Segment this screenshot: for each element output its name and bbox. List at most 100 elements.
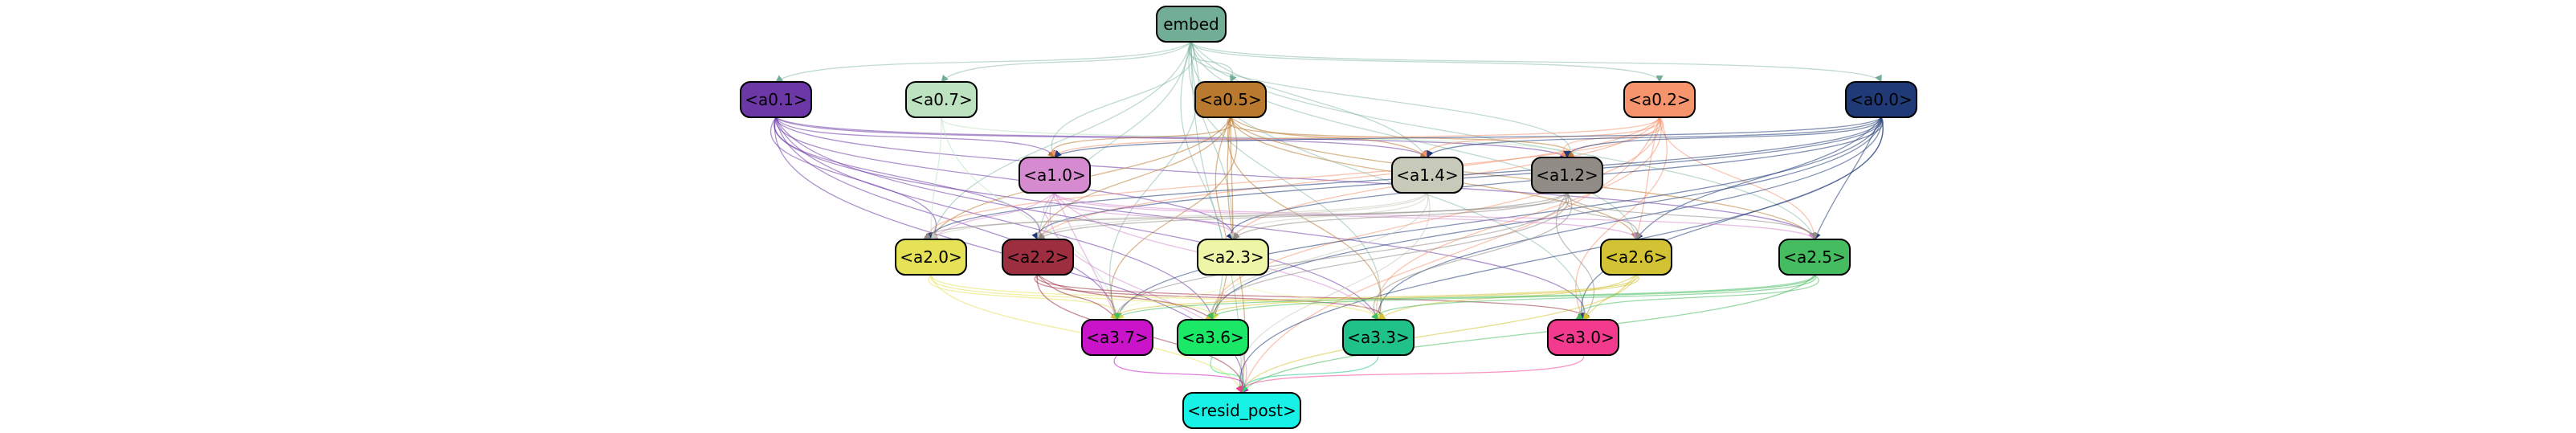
node-label: embed: [1163, 14, 1219, 34]
edge-a0_0-to-resid_post: [1236, 116, 1884, 394]
edge-a2_5-to-a3_7: [1113, 274, 1815, 321]
edge-embed-to-a2_3: [1190, 41, 1237, 240]
node-label: <a1.2>: [1536, 165, 1598, 185]
node-label: <a2.5>: [1783, 247, 1846, 267]
node-a0-1[interactable]: <a0.1>: [740, 81, 812, 118]
node-a0-5[interactable]: <a0.5>: [1194, 81, 1267, 118]
node-label: <a2.0>: [900, 247, 962, 267]
edge-a3_6-to-resid_post: [1210, 354, 1248, 394]
node-box: [1623, 81, 1696, 118]
node-a0-2[interactable]: <a0.2>: [1623, 81, 1696, 118]
edge-a2_6-to-a3_7: [1110, 274, 1638, 321]
edge-a0_0-to-a2_6: [1635, 116, 1882, 240]
node-box: [1182, 392, 1301, 429]
edge-a1_2-to-a2_6: [1565, 192, 1643, 240]
edge-embed-to-a0_7: [941, 41, 1192, 83]
node-a0-0[interactable]: <a0.0>: [1845, 81, 1917, 118]
edge-a2_5-to-a3_6: [1206, 274, 1815, 321]
edge-a0_0-to-a1_4: [1427, 116, 1882, 158]
edge-a2_6-to-a3_6: [1205, 274, 1639, 321]
node-box: [740, 81, 812, 118]
edge-a0_1-to-a1_4: [775, 116, 1428, 158]
node-box: [1177, 319, 1249, 356]
edge-a0_1-to-a1_0: [775, 116, 1055, 158]
node-embed[interactable]: embed: [1156, 6, 1227, 43]
edge-a3_3-to-resid_post: [1238, 354, 1379, 394]
edge-a0_0-to-a1_0: [1054, 116, 1882, 158]
node-a0-7[interactable]: <a0.7>: [905, 81, 978, 118]
edge-a2_3-to-a3_3: [1232, 274, 1379, 321]
edge-embed-to-a2_2: [1035, 41, 1192, 240]
edge-a1_0-to-a2_2: [1037, 192, 1055, 240]
node-box: [905, 81, 978, 118]
edge-a0_2-to-a1_2: [1560, 116, 1664, 158]
node-a2-3[interactable]: <a2.3>: [1197, 239, 1269, 276]
edge-a2_2-to-a3_3: [1034, 274, 1386, 321]
edge-a0_0-to-a1_2: [1563, 116, 1882, 158]
edge-a2_5-to-resid_post: [1241, 274, 1815, 394]
node-label: <a3.7>: [1086, 328, 1149, 347]
edge-a0_2-to-a3_3: [1373, 116, 1662, 321]
node-a1-2[interactable]: <a1.2>: [1531, 157, 1603, 194]
edge-a0_7-to-a3_7: [941, 116, 1121, 321]
edge-a0_5-to-a2_3: [1229, 116, 1237, 240]
node-label: <a1.0>: [1023, 165, 1086, 185]
node-label: <a0.2>: [1628, 90, 1691, 109]
node-label: <a2.3>: [1202, 247, 1264, 267]
node-label: <a1.4>: [1396, 165, 1459, 185]
edges-layer: [770, 41, 1884, 394]
node-a1-4[interactable]: <a1.4>: [1391, 157, 1464, 194]
edge-a3_0-to-resid_post: [1235, 354, 1584, 394]
edge-embed-to-a0_5: [1188, 41, 1237, 83]
edge-a0_0-to-a2_5: [1814, 116, 1882, 240]
node-label: <a0.5>: [1199, 90, 1262, 109]
edge-a1_0-to-a2_6: [1054, 192, 1640, 240]
node-a3-3[interactable]: <a3.3>: [1342, 319, 1415, 356]
node-box: [1156, 6, 1227, 43]
node-a2-5[interactable]: <a2.5>: [1778, 239, 1851, 276]
node-box: [1019, 157, 1091, 194]
node-label: <a0.0>: [1850, 90, 1913, 109]
edge-embed-to-a0_2: [1190, 41, 1664, 83]
edge-a1_2-to-a3_3: [1371, 192, 1573, 321]
node-box: [1197, 239, 1269, 276]
node-box: [1002, 239, 1074, 276]
node-resid-post[interactable]: <resid_post>: [1182, 392, 1301, 429]
edge-a1_2-to-a2_2: [1037, 192, 1568, 240]
edge-a0_1-to-a3_7: [775, 116, 1121, 321]
edge-a2_5-to-a3_0: [1575, 274, 1819, 321]
edge-a1_2-to-a3_7: [1112, 192, 1568, 321]
edge-a0_7-to-a1_2: [941, 116, 1574, 158]
node-a3-7[interactable]: <a3.7>: [1081, 319, 1153, 356]
node-box: [1600, 239, 1672, 276]
node-box: [1547, 319, 1619, 356]
edge-a0_2-to-resid_post: [1240, 116, 1660, 394]
edge-a1_2-to-a2_5: [1566, 192, 1819, 240]
edge-a2_0-to-a3_7: [928, 274, 1125, 321]
node-box: [1531, 157, 1603, 194]
node-a2-6[interactable]: <a2.6>: [1600, 239, 1672, 276]
edge-embed-to-a3_7: [1109, 41, 1199, 321]
node-box: [1342, 319, 1415, 356]
node-label: <a2.2>: [1006, 247, 1069, 267]
edge-a1_0-to-a2_0: [930, 192, 1055, 240]
node-label: <a3.0>: [1552, 328, 1615, 347]
node-a1-0[interactable]: <a1.0>: [1019, 157, 1091, 194]
node-a2-2[interactable]: <a2.2>: [1002, 239, 1074, 276]
edge-a0_1-to-a3_6: [775, 116, 1215, 321]
edge-embed-to-a0_1: [775, 41, 1192, 83]
edge-a1_2-to-a3_6: [1206, 192, 1570, 321]
edge-a0_2-to-a1_0: [1051, 116, 1660, 158]
edge-a1_4-to-resid_post: [1236, 192, 1431, 394]
node-box: [1081, 319, 1153, 356]
node-label: <a2.6>: [1605, 247, 1668, 267]
node-box: [1391, 157, 1464, 194]
node-a2-0[interactable]: <a2.0>: [895, 239, 967, 276]
node-box: [1194, 81, 1267, 118]
edge-a3_7-to-resid_post: [1113, 354, 1249, 394]
edge-a2_0-to-a3_3: [930, 274, 1382, 321]
node-a3-6[interactable]: <a3.6>: [1177, 319, 1249, 356]
node-a3-0[interactable]: <a3.0>: [1547, 319, 1619, 356]
edge-a1_2-to-a2_3: [1232, 192, 1568, 240]
